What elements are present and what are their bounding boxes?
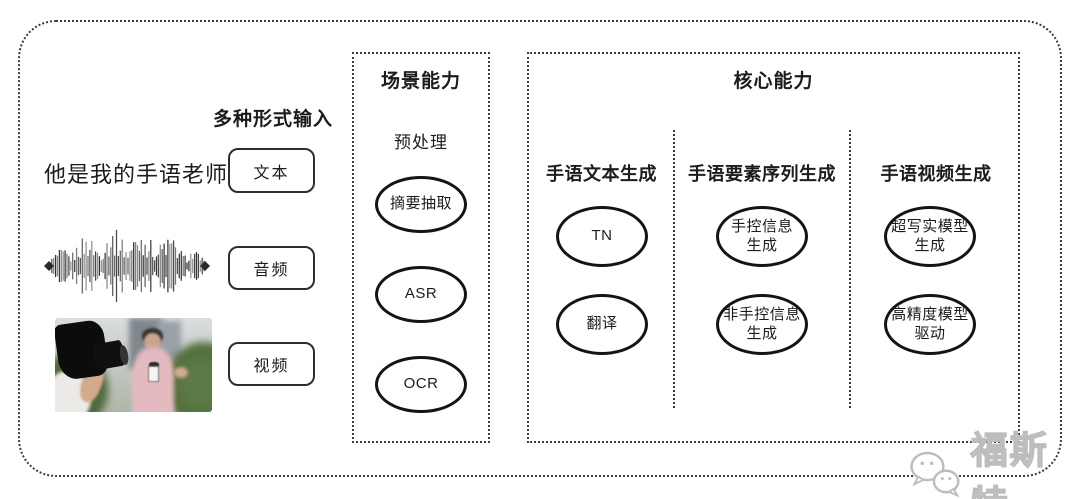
core-capability-box: 核心能力 手语文本生成 手语要素序列生成 手语视频生成 TN 翻译 手控信息 生… — [527, 52, 1020, 443]
sample-sentence-text: 他是我的手语老师 — [44, 162, 229, 187]
input-section-heading: 多种形式输入 — [212, 109, 333, 130]
input-type-video-box: 视频 — [228, 342, 315, 386]
audio-waveform-icon — [44, 229, 210, 303]
column-divider — [673, 130, 675, 408]
column-header-sign-element-sequence-generation: 手语要素序列生成 — [688, 164, 836, 184]
node-ocr: OCR — [375, 356, 467, 413]
node-tn: TN — [556, 206, 648, 267]
input-type-audio-box: 音频 — [228, 246, 315, 290]
column-header-sign-text-generation: 手语文本生成 — [546, 164, 657, 184]
node-high-precision-model-driving: 高精度模型 驱动 — [884, 294, 976, 355]
scene-capability-box: 场景能力 预处理 摘要抽取 ASR OCR — [352, 52, 490, 443]
wechat-logo-icon — [910, 451, 960, 498]
preprocessing-label: 预处理 — [394, 133, 448, 152]
node-translation: 翻译 — [556, 294, 648, 355]
outer-dotted-border — [18, 20, 1062, 477]
column-header-sign-video-generation: 手语视频生成 — [880, 164, 992, 184]
scene-box-title: 场景能力 — [380, 71, 461, 92]
node-hyperreal-model-generation: 超写实模型 生成 — [884, 206, 976, 267]
node-non-manual-info-generation: 非手控信息 生成 — [716, 294, 808, 355]
node-summary-extraction: 摘要抽取 — [375, 176, 467, 233]
input-type-text-box: 文本 — [228, 148, 315, 193]
core-box-title: 核心能力 — [733, 71, 814, 92]
node-asr: ASR — [375, 266, 467, 323]
video-still-photo — [55, 318, 212, 412]
photo-reporter-hand — [174, 366, 189, 379]
watermark: 福斯特 — [905, 420, 1080, 499]
column-divider — [849, 130, 851, 408]
photo-reporter-head — [144, 333, 161, 350]
watermark-text: 福斯特 — [970, 429, 1049, 499]
photo-microphone-top — [149, 362, 159, 368]
photo-microphone — [147, 365, 160, 382]
node-manual-info-generation: 手控信息 生成 — [716, 206, 808, 267]
